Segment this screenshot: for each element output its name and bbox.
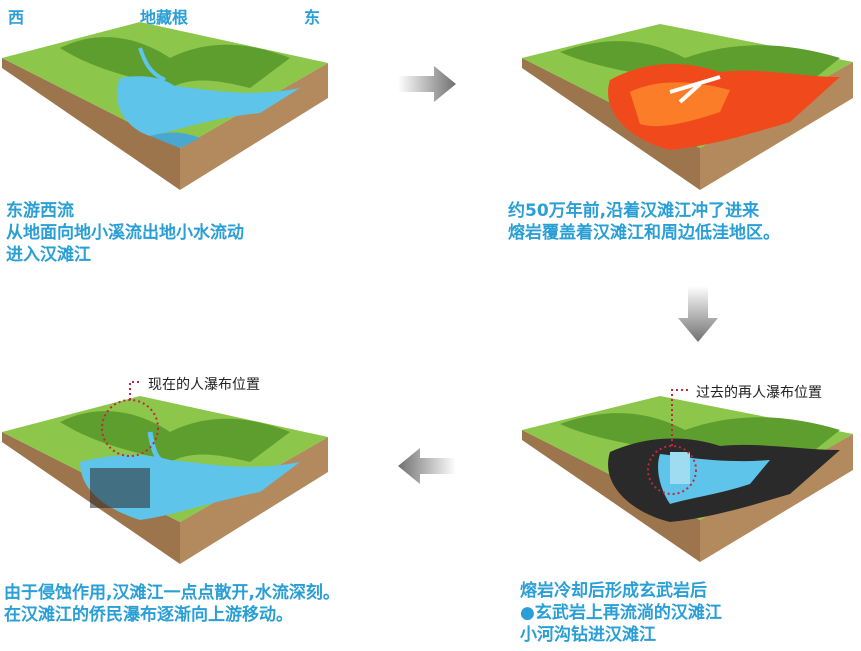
caption-line: 由于侵蚀作用,汉滩江一点点散开,水流深刻。: [4, 583, 340, 603]
arrow-down-icon: [678, 286, 718, 342]
caption-line: 小河沟钻进汉滩江: [520, 625, 656, 645]
caption-line: 熔岩冷却后形成玄武岩后: [520, 581, 707, 601]
caption-line: 在汉滩江的侨民瀑布逐渐向上游移动。: [4, 605, 293, 625]
center-label: 地藏根: [140, 8, 189, 27]
current-waterfall-marker: [101, 399, 159, 457]
past-waterfall-note: 过去的再人瀑布位置: [696, 385, 822, 401]
current-waterfall-note: 现在的人瀑布位置: [148, 377, 260, 393]
stage-3-block: [520, 394, 855, 562]
caption-line: 从地面向地小溪流出地小水流动: [6, 223, 244, 243]
caption-line: ●玄武岩上再流淌的汉滩江: [520, 603, 722, 623]
stage-1-block: [0, 18, 330, 190]
arrow-right-icon: [398, 66, 456, 102]
stage-2-block: [520, 22, 855, 190]
stage-4-block: [0, 392, 330, 564]
west-label: 西: [8, 8, 25, 27]
stage-2-caption: 约50万年前,沿着汉滩江冲了进来 熔岩覆盖着汉滩江和周边低洼地区。: [508, 200, 780, 244]
stage-3-caption: 熔岩冷却后形成玄武岩后 ●玄武岩上再流淌的汉滩江 小河沟钻进汉滩江: [520, 580, 722, 646]
arrow-left-icon: [398, 448, 456, 484]
stage-1-caption: 东游西流 从地面向地小溪流出地小水流动 进入汉滩江: [6, 200, 244, 266]
caption-line: 东游西流: [6, 201, 74, 221]
caption-line: 约50万年前,沿着汉滩江冲了进来: [508, 201, 760, 221]
stage-4-caption: 由于侵蚀作用,汉滩江一点点散开,水流深刻。 在汉滩江的侨民瀑布逐渐向上游移动。: [4, 582, 340, 626]
caption-line: 进入汉滩江: [6, 245, 91, 265]
caption-line: 熔岩覆盖着汉滩江和周边低洼地区。: [508, 223, 780, 243]
east-label: 东: [304, 8, 321, 27]
past-waterfall-marker: [647, 445, 697, 495]
